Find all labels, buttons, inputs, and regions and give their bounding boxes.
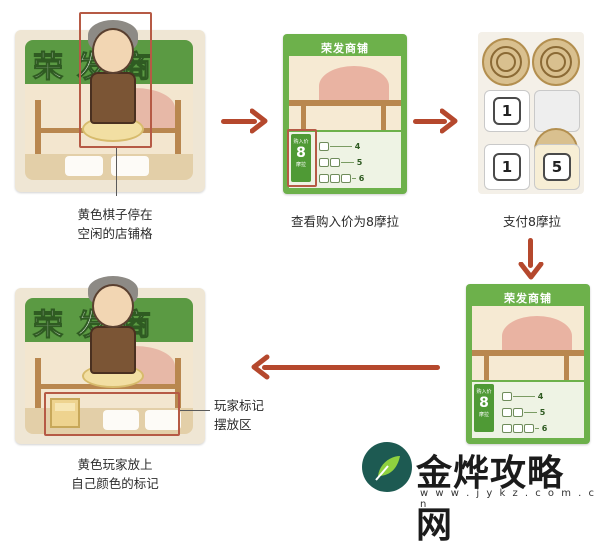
mora-coin-small: 1	[484, 90, 530, 132]
marker-slot	[111, 156, 149, 176]
marker-slot	[145, 410, 181, 430]
arrow-left-head	[251, 354, 270, 380]
arrow-right-head	[440, 108, 458, 134]
mora-coin-small: 1	[484, 144, 530, 190]
figure-highlight	[79, 12, 152, 148]
caption-step5: 黄色玩家放上 自己颜色的标记	[71, 457, 159, 491]
arrow-right-head	[250, 108, 268, 134]
caption-step1: 黄色棋子停在 空闲的店铺格	[77, 207, 153, 241]
reward-row: 6	[319, 174, 364, 184]
marker-slot	[103, 410, 139, 430]
caption-step2: 查看购入价为8摩拉	[291, 214, 399, 229]
price-box: 购入价 8 摩拉	[474, 384, 494, 432]
mora-coin-small: 5	[534, 144, 580, 190]
caption-step3: 支付8摩拉	[503, 214, 561, 229]
mora-coin-big	[482, 38, 530, 86]
reward-row: 4	[319, 142, 360, 152]
price-highlight	[287, 129, 317, 187]
reward-row: 5	[319, 158, 362, 168]
reward-row: 4	[502, 392, 543, 402]
shop-card-step4: 荣发商铺 购入价 8 摩拉 4 5 6	[466, 284, 590, 444]
price-box: 购入价 8 摩拉	[291, 134, 311, 182]
card-title: 荣发商铺	[504, 292, 552, 305]
yellow-player-figure	[78, 272, 150, 392]
coin-stack: 1 1 5	[478, 32, 584, 194]
marker-slot	[65, 156, 103, 176]
marker-area-label: 玩家标记 摆放区	[214, 398, 265, 432]
arrow-down-head	[518, 262, 544, 280]
site-logo-icon	[362, 442, 412, 492]
shop-card-step2: 荣发商铺 购入价 8 摩拉 4 5 6	[283, 34, 407, 194]
card-title: 荣发商铺	[321, 42, 369, 55]
arrow-left	[262, 365, 440, 370]
arrow-right	[413, 119, 447, 124]
yellow-player-figure	[78, 14, 150, 146]
reward-row: 5	[502, 408, 545, 418]
leaf-icon	[375, 456, 400, 481]
arrow-right	[221, 119, 257, 124]
mora-coin-big	[532, 38, 580, 86]
reward-row: 6	[502, 424, 547, 434]
watermark-url: w w w . j y k z . c o m . c n	[420, 488, 596, 510]
arrow-down	[528, 238, 533, 268]
marker-area-highlight	[44, 392, 180, 436]
